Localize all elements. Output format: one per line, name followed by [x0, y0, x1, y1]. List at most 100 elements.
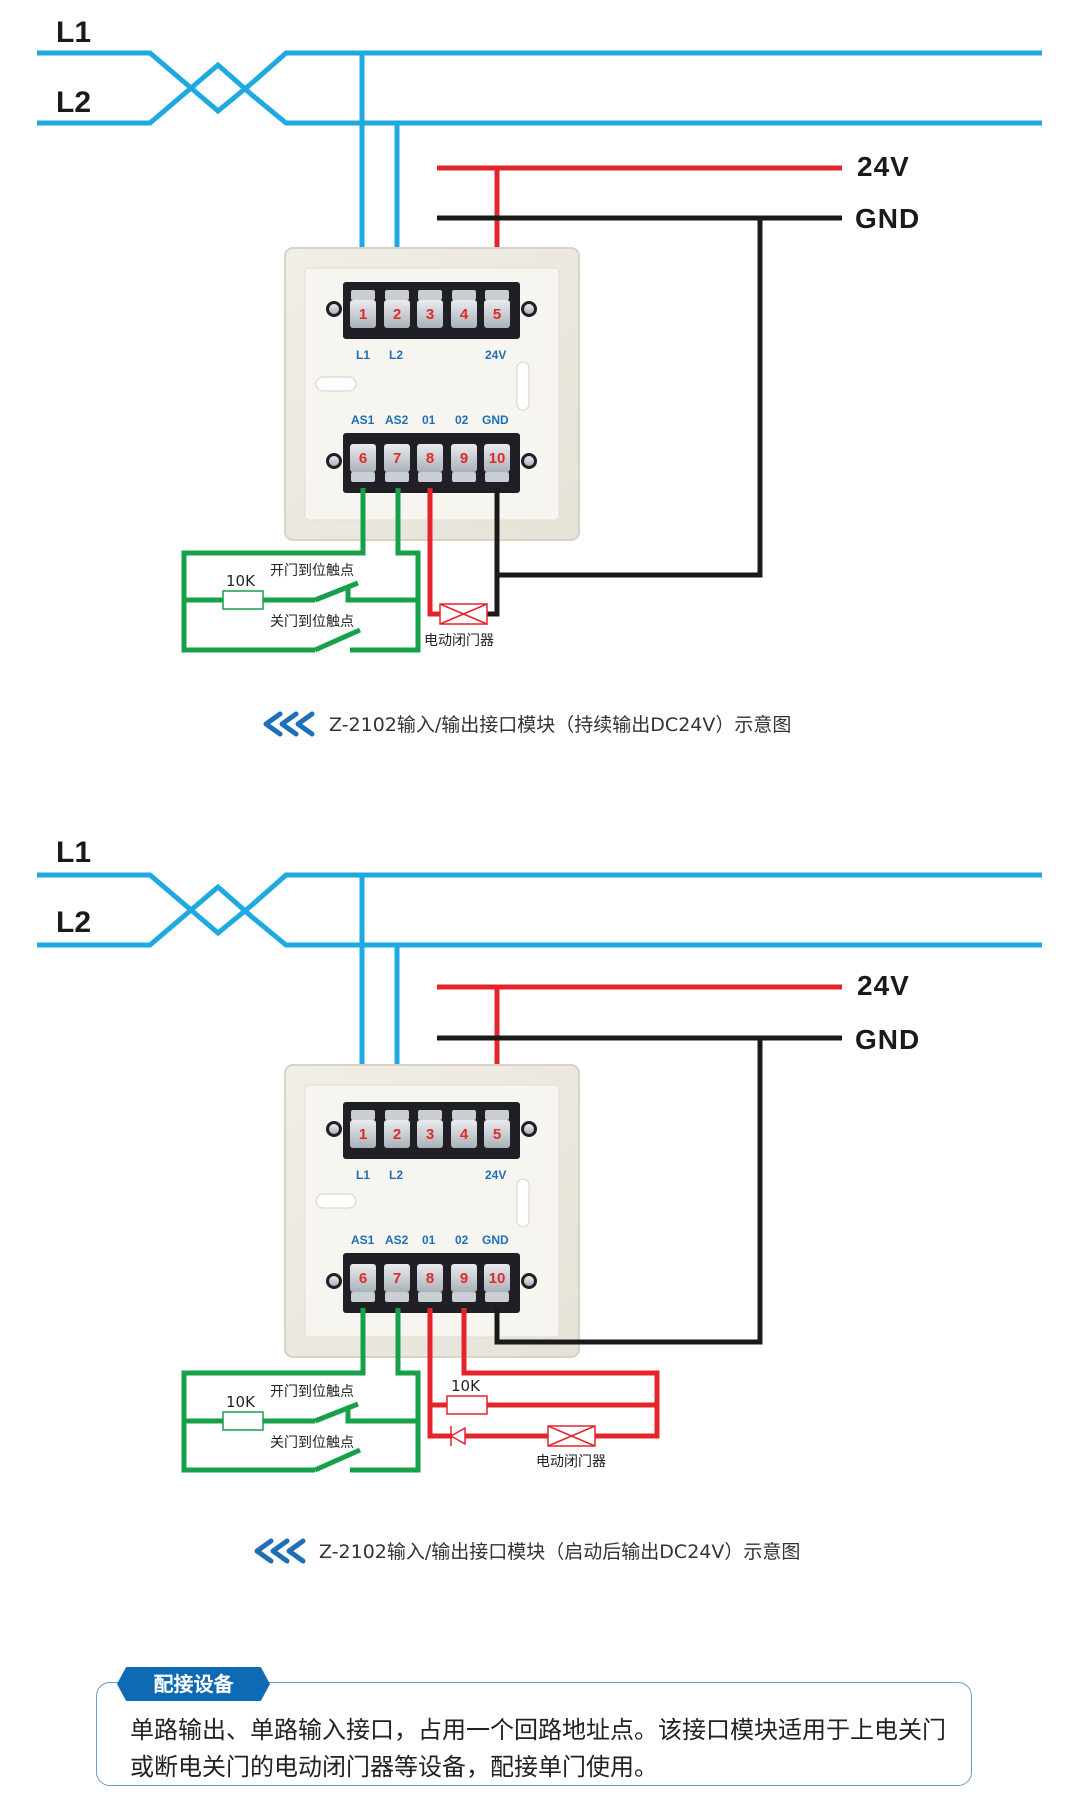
terminal-1: 1: [350, 290, 376, 328]
close-contact-label: 关门到位触点: [270, 614, 354, 630]
terminal-label-01: 01: [422, 413, 436, 427]
power-label-24v: 24V: [857, 151, 910, 182]
output-circuit: [427, 1038, 763, 1439]
terminal-7: 7: [384, 444, 410, 482]
terminal-10: 10: [484, 1264, 510, 1302]
terminal-3: 3: [417, 1110, 443, 1148]
terminal-number: 10: [489, 1270, 506, 1287]
switch-close-blade: [313, 627, 362, 653]
terminal-label-24v: 24V: [485, 1168, 506, 1182]
terminal-2: 2: [384, 1110, 410, 1148]
bus-label-l1: L1: [56, 16, 91, 49]
terminal-number: 8: [426, 1270, 434, 1287]
caption: Z-2102输入/输出接口模块（启动后输出DC24V）示意图: [319, 1541, 800, 1563]
terminal-number: 1: [359, 306, 367, 323]
power-label-24v: 24V: [857, 970, 910, 1001]
bus-line-l1: [37, 50, 1042, 115]
terminal-6: 6: [350, 444, 376, 482]
bus-line-l2: [37, 883, 1042, 948]
terminals-top: 1 2 3 4 5: [350, 1110, 510, 1148]
terminal-number: 5: [493, 1126, 501, 1143]
terminal-label-gnd: GND: [482, 1233, 509, 1247]
diagram-continuous-output: L1 L2 24V GND: [37, 16, 1042, 737]
door-closer-label: 电动闭门器: [424, 633, 494, 649]
terminal-number: 2: [393, 1126, 401, 1143]
power-label-gnd: GND: [855, 1024, 920, 1055]
note-box: [96, 1682, 972, 1786]
wire-gnd-return: [494, 1038, 763, 1345]
terminal-number: 1: [359, 1126, 367, 1143]
terminal-label-l2: L2: [389, 348, 403, 362]
terminal-label-02: 02: [455, 1233, 469, 1247]
note-title: 配接设备: [117, 1667, 270, 1701]
note-text: 单路输出、单路输入接口，占用一个回路地址点。该接口模块适用于上电关门或断电关门的…: [130, 1716, 946, 1781]
switch-open-blade: [314, 580, 359, 603]
terminal-10: 10: [484, 444, 510, 482]
bus-lines: [37, 50, 1042, 305]
wire-gnd-return: [497, 218, 763, 578]
terminal-label-as1: AS1: [351, 1233, 375, 1247]
terminal-number: 4: [460, 306, 469, 323]
diagram-triggered-output: L1 L2 24V GND 1 2 3 4 5 L1: [37, 836, 1042, 1564]
bus-label-l1: L1: [56, 836, 91, 869]
terminal-number: 4: [460, 1126, 469, 1143]
door-closer: [439, 603, 488, 625]
switch-open-blade: [314, 1401, 359, 1424]
door-closer: [547, 1425, 596, 1447]
terminal-number: 7: [393, 1270, 401, 1287]
terminal-9: 9: [451, 444, 477, 482]
terminal-number: 7: [393, 450, 401, 467]
input-circuit: [181, 488, 421, 653]
terminals-bottom: 6 7 8 9 10: [350, 1264, 510, 1302]
resistor-input: [222, 590, 264, 610]
bus-line-l2: [37, 61, 1042, 126]
terminal-number: 2: [393, 306, 401, 323]
terminal-label-gnd: GND: [482, 413, 509, 427]
terminal-number: 9: [460, 1270, 468, 1287]
resistor-input-label: 10K: [226, 572, 256, 590]
switch-open-contact: [345, 1407, 418, 1424]
terminal-label-02: 02: [455, 413, 469, 427]
bus-line-l1: [37, 872, 1042, 937]
open-contact-label: 开门到位触点: [270, 1384, 354, 1400]
terminal-label-l1: L1: [356, 1168, 370, 1182]
resistor-input: [222, 1411, 264, 1431]
terminal-8: 8: [417, 444, 443, 482]
wire-as2: [350, 488, 421, 653]
diode-icon: [449, 1426, 466, 1446]
terminal-label-as1: AS1: [351, 413, 375, 427]
caption: Z-2102输入/输出接口模块（持续输出DC24V）示意图: [329, 714, 791, 736]
terminal-2: 2: [384, 290, 410, 328]
terminal-9: 9: [451, 1264, 477, 1302]
bus-label-l2: L2: [56, 906, 91, 939]
terminal-number: 3: [426, 1126, 434, 1143]
terminal-label-l1: L1: [356, 348, 370, 362]
bus-label-l2: L2: [56, 86, 91, 119]
wire-gnd: [487, 488, 500, 617]
terminal-number: 6: [359, 450, 367, 467]
terminal-number: 8: [426, 450, 434, 467]
terminal-5: 5: [484, 290, 510, 328]
output-circuit: [427, 218, 763, 617]
terminal-label-l2: L2: [389, 1168, 403, 1182]
wire-as1: [181, 1308, 366, 1473]
input-circuit: [181, 1308, 421, 1473]
resistor-output: [446, 1395, 488, 1415]
terminal-number: 10: [489, 450, 506, 467]
resistor-output-label: 10K: [451, 1377, 481, 1395]
open-contact-label: 开门到位触点: [270, 563, 354, 579]
terminal-label-as2: AS2: [385, 413, 409, 427]
wire-o1: [427, 488, 440, 617]
door-closer-label: 电动闭门器: [536, 1454, 606, 1470]
terminal-4: 4: [451, 1110, 477, 1148]
terminal-6: 6: [350, 1264, 376, 1302]
terminal-5: 5: [484, 1110, 510, 1148]
wire-o2: [461, 1308, 660, 1439]
terminal-label-as2: AS2: [385, 1233, 409, 1247]
terminal-7: 7: [384, 1264, 410, 1302]
terminal-8: 8: [417, 1264, 443, 1302]
terminal-number: 6: [359, 1270, 367, 1287]
terminal-label-24v: 24V: [485, 348, 506, 362]
wire-o1: [427, 1308, 452, 1439]
